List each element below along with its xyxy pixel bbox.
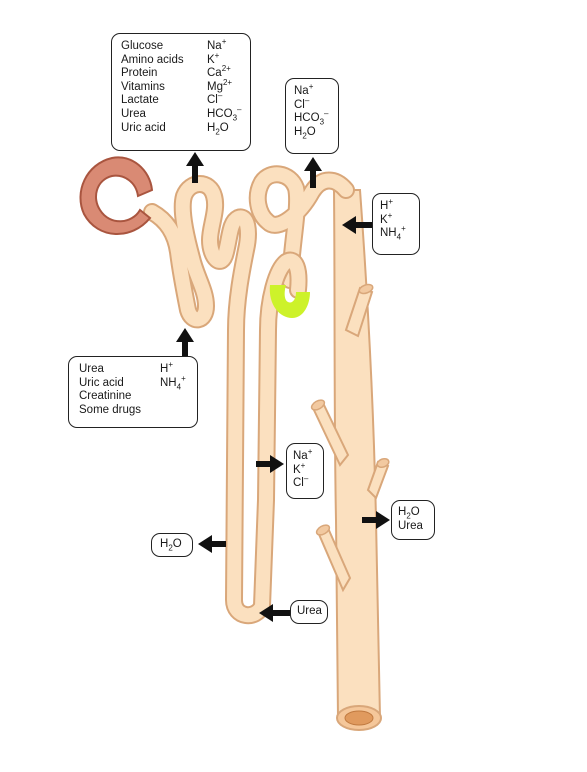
dct-secreted-ion-item: K+ xyxy=(380,210,393,226)
ascending-limb-ion-item: K+ xyxy=(293,460,306,476)
dct-secreted-ion-item: H+ xyxy=(380,197,393,212)
dct-secreted-ion-item: NH4+ xyxy=(380,224,406,242)
pct-secreted-ion-item: H+ xyxy=(160,360,173,375)
pct-secreted-substance-item: Uric acid xyxy=(79,376,124,389)
pct-substance-item: Lactate xyxy=(121,94,159,107)
pct-substance-item: Amino acids xyxy=(121,53,184,66)
arrow-descending-limb xyxy=(198,535,226,553)
pct-substance-item: Protein xyxy=(121,67,158,80)
dct-reabsorbed-ion-item: HCO3– xyxy=(294,109,329,127)
reabsorbed-dct-box: Na+Cl–HCO3–H2O xyxy=(285,78,339,154)
collecting-duct xyxy=(310,189,390,731)
dct-reabsorbed-ion-item: Cl– xyxy=(294,95,310,111)
ascending-limb-box: Na+K+Cl– xyxy=(286,443,324,499)
arrow-loop-urea xyxy=(259,604,290,622)
pct-ion-item: Cl– xyxy=(207,91,223,107)
pct-ion-item: Ca2+ xyxy=(207,64,231,80)
collecting-duct-item: Urea xyxy=(398,519,423,532)
pct-ion-item: Na+ xyxy=(207,37,227,52)
pct-substance-item: Vitamins xyxy=(121,80,165,93)
loop-urea-box: Urea xyxy=(290,600,328,624)
pct-secreted-substance-item: Urea xyxy=(79,363,104,375)
dct-secreted-ion-list: H+K+NH4+ xyxy=(380,197,406,242)
macula-densa xyxy=(269,285,310,318)
arrows xyxy=(176,152,390,622)
pct-ion-item: HCO3– xyxy=(207,105,242,123)
pct-substance-item: Urea xyxy=(121,107,146,120)
pct-ion-item: H2O xyxy=(207,121,229,136)
descending-limb-item-list: H2O xyxy=(160,538,182,552)
pct-ion-item: K+ xyxy=(207,50,220,66)
pct-ion-item: Mg2+ xyxy=(207,77,233,93)
dct-reabsorbed-ion-item: Na+ xyxy=(294,82,314,97)
pct-secreted-ion-list: H+NH4+ xyxy=(160,360,186,391)
pct-substance-item: Uric acid xyxy=(121,121,166,134)
collecting-duct-item: H2O xyxy=(398,506,420,521)
loop-urea-label: Urea xyxy=(297,605,322,617)
ascending-limb-ion-list: Na+K+Cl– xyxy=(293,447,313,491)
arrow-reabsorb-dct xyxy=(304,157,322,188)
secreted-dct-box: H+K+NH4+ xyxy=(372,193,420,255)
glomerular-capsule xyxy=(79,156,154,235)
dct-reabsorbed-ion-list: Na+Cl–HCO3–H2O xyxy=(294,82,329,141)
ascending-limb-ion-item: Cl– xyxy=(293,474,309,490)
dct-reabsorbed-ion-item: H2O xyxy=(294,125,316,141)
arrow-ascending-limb xyxy=(256,455,284,473)
pct-ion-list: Na+K+Ca2+Mg2+Cl–HCO3–H2O xyxy=(207,37,242,136)
arrow-collecting-duct xyxy=(362,511,390,529)
arrow-secrete-dct xyxy=(342,216,374,234)
proximal-tubule-and-loop xyxy=(143,175,308,624)
descending-limb-item: H2O xyxy=(160,538,182,553)
pct-secreted-substance-item: Some drugs xyxy=(79,403,142,416)
pct-substance-item: Glucose xyxy=(121,40,164,52)
arrow-secrete-pct xyxy=(176,328,194,357)
distal-convoluted-tubule xyxy=(248,165,355,289)
pct-secreted-substance-item: Creatinine xyxy=(79,390,132,403)
arrow-reabsorb-pct xyxy=(186,152,204,183)
descending-limb-box: H2O xyxy=(151,533,193,557)
ascending-limb-ion-item: Na+ xyxy=(293,447,313,462)
pct-secreted-ion-item: NH4+ xyxy=(160,373,186,391)
